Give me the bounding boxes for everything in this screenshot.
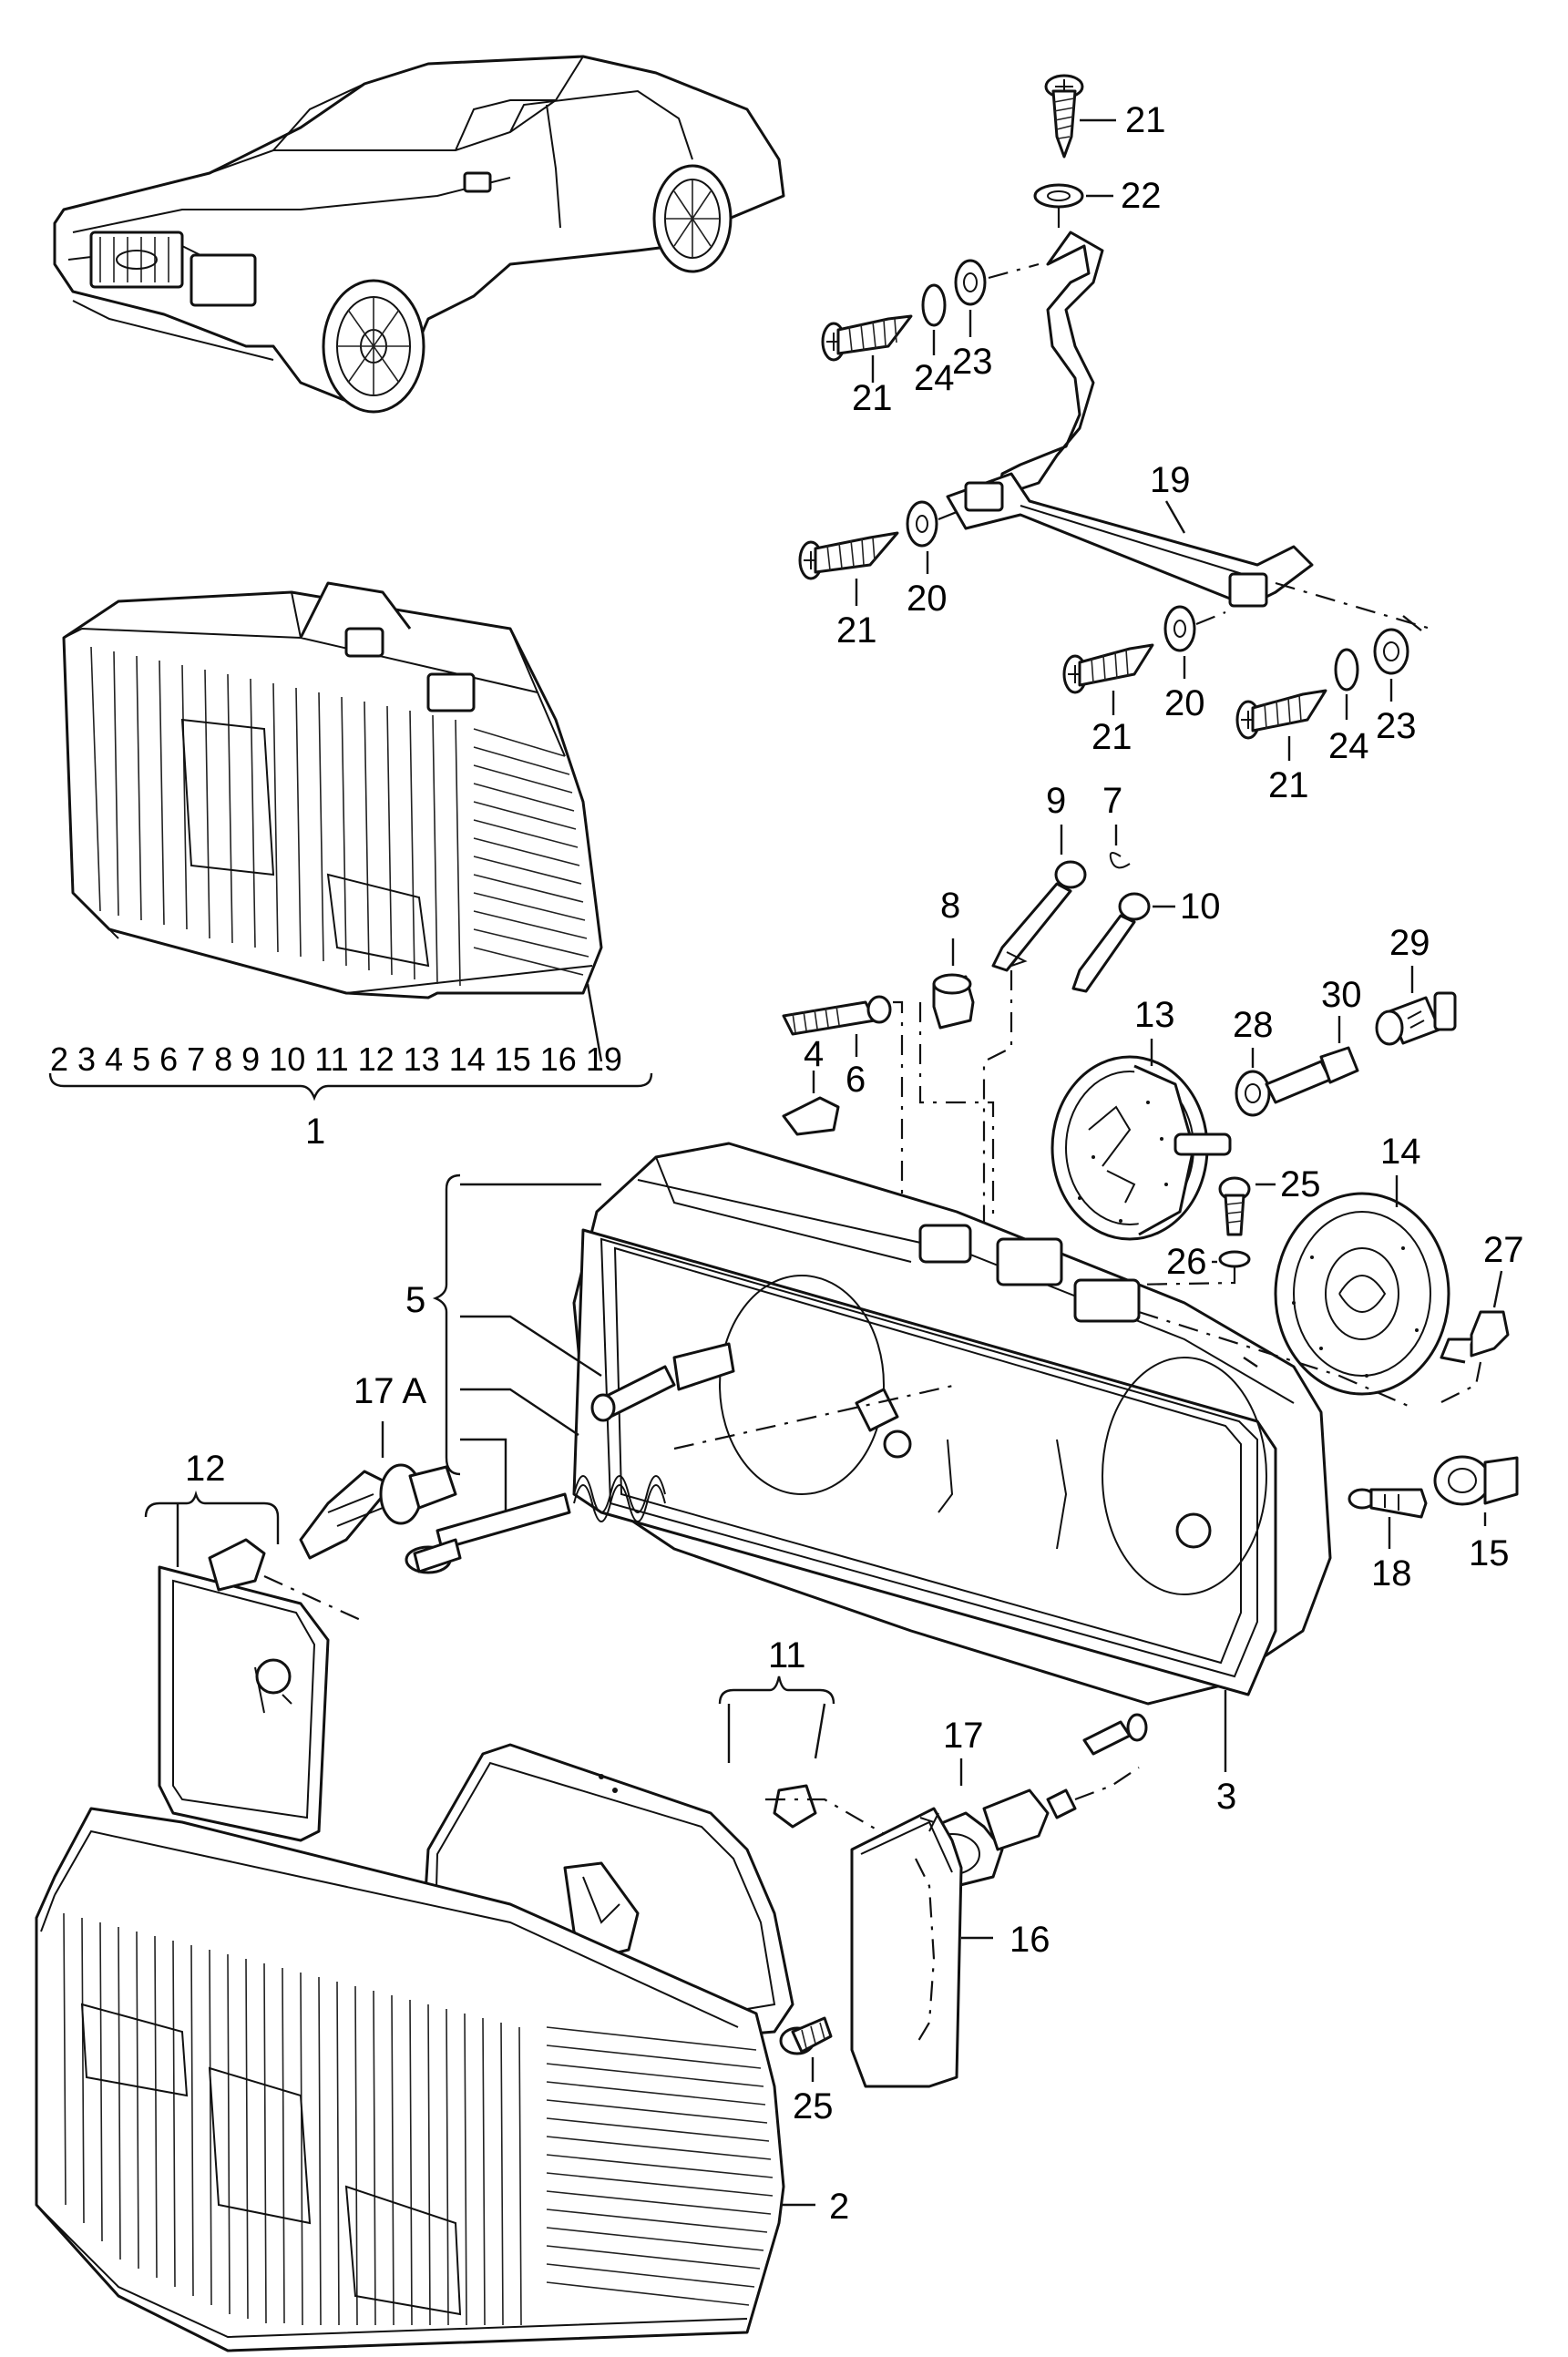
callout-25-b: 25 — [793, 2086, 834, 2126]
washer-22: 22 — [1033, 176, 1162, 237]
callout-25-a: 25 — [1280, 1164, 1321, 1204]
grommet-28: 28 — [1233, 1005, 1274, 1117]
callout-16: 16 — [1009, 1920, 1050, 1960]
screw-25-lower: 25 — [779, 2016, 834, 2126]
callout-21-c: 21 — [836, 610, 877, 651]
socket-15: 15 — [1433, 1455, 1519, 1573]
small-parts: 6 4 8 9 7 — [782, 781, 1221, 1225]
adjuster-link-10: 10 — [1071, 886, 1221, 993]
washer-24-lower: 24 — [1328, 648, 1369, 766]
spring-clip-7: 7 — [1102, 781, 1131, 869]
cap-14: 14 — [1274, 1132, 1450, 1396]
callout-13: 13 — [1134, 995, 1175, 1035]
callout-20-b: 20 — [1164, 683, 1205, 723]
assembly-bracket: 2 3 4 5 6 7 8 9 10 11 12 13 14 15 16 19 … — [48, 1040, 653, 1152]
callout-26: 26 — [1166, 1242, 1207, 1282]
screw-21-middle: 21 — [798, 531, 899, 651]
side-lens-16: 16 — [850, 1807, 1050, 2088]
washer-20-right: 20 — [1163, 605, 1226, 723]
callout-21-e: 21 — [1268, 765, 1309, 805]
callout-22: 22 — [1121, 176, 1162, 216]
callout-23-b: 23 — [1376, 706, 1417, 746]
rear-components: 13 28 30 29 25 — [1050, 923, 1524, 1404]
callout-23-a: 23 — [952, 342, 993, 382]
mounting-bracket: 19 — [946, 231, 1431, 631]
callout-24-b: 24 — [1328, 726, 1369, 766]
callout-21-b: 21 — [852, 378, 893, 418]
callout-27: 27 — [1483, 1230, 1524, 1270]
callout-9: 9 — [1046, 781, 1066, 821]
fasteners-top: 21 22 21 24 23 — [798, 74, 1417, 805]
bulb-socket-29: 29 — [1375, 923, 1457, 1046]
callout-3: 3 — [1216, 1777, 1236, 1817]
bulb-holder-30: 30 — [1265, 975, 1362, 1104]
nut-23-lower: 23 — [1373, 628, 1417, 746]
callout-21-d: 21 — [1091, 717, 1132, 757]
callout-29: 29 — [1389, 923, 1430, 963]
car-illustration — [53, 55, 785, 414]
screw-21-right-a: 21 — [1062, 643, 1154, 757]
insert-12: 12 — [144, 1449, 365, 1842]
callout-17a: 17 A — [354, 1371, 426, 1411]
washer-26: 26 — [1129, 1242, 1251, 1286]
callout-11: 11 — [768, 1635, 806, 1676]
callout-6: 6 — [845, 1060, 866, 1100]
callout-15: 15 — [1469, 1533, 1510, 1573]
clip-4: 4 — [782, 1034, 840, 1136]
screw-21-top: 21 — [1044, 74, 1166, 159]
adjuster-screw-left — [590, 1342, 735, 1422]
screw-21-right-b: 21 — [1235, 689, 1327, 805]
bulb-17a: 17 A — [299, 1371, 457, 1560]
callout-28: 28 — [1233, 1005, 1274, 1045]
washer-20-left: 20 — [906, 500, 962, 619]
callout-24-a: 24 — [914, 358, 955, 398]
adjuster-screw-6: 6 — [782, 995, 904, 1221]
callout-8: 8 — [940, 886, 960, 926]
nut-23-upper: 23 — [952, 259, 1040, 382]
headlight-assembly — [62, 581, 603, 1062]
callout-30: 30 — [1321, 975, 1362, 1015]
callout-20-a: 20 — [907, 579, 948, 619]
bulb-small-housing — [1082, 1713, 1148, 1756]
adjuster-pin — [405, 1492, 571, 1574]
callout-12: 12 — [185, 1449, 226, 1489]
lens-2-grid — [63, 1912, 774, 2326]
lens-grid — [90, 646, 589, 987]
callout-14: 14 — [1380, 1132, 1421, 1172]
callout-21-a: 21 — [1125, 100, 1166, 140]
adjuster-link-9: 9 — [982, 781, 1087, 1225]
screw-21-upper: 21 — [821, 314, 913, 418]
callout-5: 5 — [405, 1280, 425, 1320]
callout-19-top: 19 — [1150, 460, 1191, 500]
bushing-8: 8 — [918, 886, 995, 1221]
washer-24-upper: 24 — [914, 283, 955, 398]
bulb-18: 18 — [1348, 1488, 1428, 1594]
callout-17: 17 — [943, 1716, 984, 1756]
item-5-group: 5 — [405, 1173, 958, 1574]
screw-25-upper: 25 — [1218, 1164, 1321, 1236]
callout-18: 18 — [1371, 1553, 1412, 1594]
assembly-includes-list: 2 3 4 5 6 7 8 9 10 11 12 13 14 15 16 19 — [50, 1040, 622, 1078]
callout-7: 7 — [1102, 781, 1122, 821]
callout-1: 1 — [305, 1112, 325, 1152]
spring — [573, 1475, 666, 1522]
lens-2: 2 — [35, 1807, 849, 2352]
cap-13: 13 — [1050, 995, 1232, 1241]
callout-10: 10 — [1180, 886, 1221, 927]
headlight-housing: 3 — [572, 1142, 1413, 1817]
callout-2: 2 — [829, 2187, 849, 2227]
vent-hose-27: 27 — [1439, 1230, 1524, 1404]
callout-4: 4 — [804, 1034, 824, 1074]
